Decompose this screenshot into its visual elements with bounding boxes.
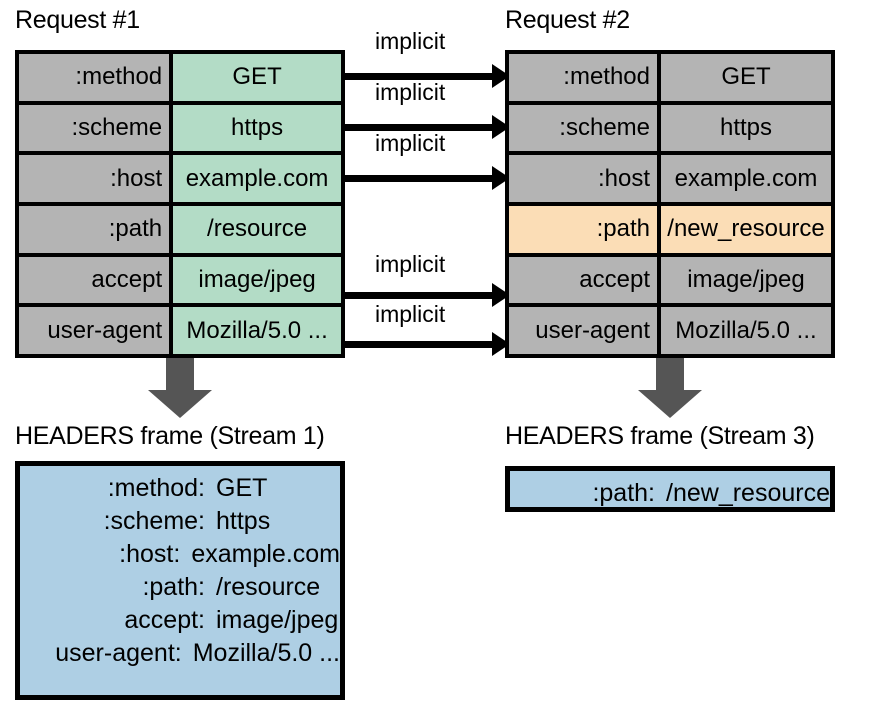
frame-header-value: image/jpeg (216, 606, 339, 634)
frame-header-value: example.com (191, 540, 340, 568)
headers-frame-list: :method: GET :scheme: https :host: examp… (20, 466, 340, 670)
table-row: :host example.com (19, 155, 341, 207)
implicit-label-method: implicit (375, 28, 446, 54)
frame-line: user-agent: Mozilla/5.0 ... (20, 637, 340, 670)
frame-header-name: user-agent: (55, 639, 182, 667)
header-name-cell: :method (19, 54, 174, 101)
header-value-cell: https (173, 104, 341, 152)
table-row: :scheme https (19, 104, 341, 156)
header-name-cell: :method (509, 54, 661, 101)
frame-header-name: :path: (592, 479, 656, 507)
header-value-cell: /new_resource (661, 206, 831, 253)
frame-header-value: https (216, 507, 271, 535)
frame-header-value: /new_resource (666, 479, 830, 507)
implicit-arrow-host (345, 166, 510, 190)
table-row-changed: :path /new_resource (509, 206, 831, 257)
frame-header-name: :host: (119, 540, 181, 568)
header-name-cell: :path (19, 206, 174, 253)
arrow-shaft (656, 358, 684, 392)
table-row: :method GET (509, 54, 831, 105)
table-row: :method GET (19, 54, 341, 105)
frame-line: :scheme: https (20, 505, 340, 538)
header-name-cell: :host (509, 155, 661, 203)
table-row: user-agent Mozilla/5.0 ... (509, 307, 831, 355)
implicit-label-scheme: implicit (375, 79, 446, 105)
header-name-cell: accept (509, 256, 661, 304)
header-value-cell: example.com (661, 155, 831, 203)
header-name-cell: accept (19, 256, 174, 304)
frame-header-value: GET (216, 474, 268, 502)
request-2-caption: Request #2 (505, 6, 630, 34)
frame-header-name: :path: (142, 573, 205, 601)
frame-line: :path: /resource (20, 571, 340, 604)
headers-frame-stream-3: :path: /new_resource (505, 466, 835, 512)
table-row: :host example.com (509, 155, 831, 207)
frame-header-name: accept: (124, 606, 205, 634)
header-name-cell: :host (19, 155, 174, 203)
header-value-cell: Mozilla/5.0 ... (661, 307, 831, 355)
frame-line: :method: GET (20, 472, 340, 505)
arrow-head (148, 390, 212, 418)
implicit-label-user-agent: implicit (375, 301, 446, 327)
frame-line: :path: /new_resource (510, 477, 830, 510)
implicit-arrow-accept (345, 283, 510, 307)
implicit-label-accept: implicit (375, 251, 446, 277)
down-arrow-stream-1 (148, 358, 212, 418)
header-value-cell: image/jpeg (661, 256, 831, 304)
down-arrow-stream-3 (638, 358, 702, 418)
headers-frame-stream-1: :method: GET :scheme: https :host: examp… (15, 461, 345, 700)
frame-header-value: Mozilla/5.0 ... (192, 639, 340, 667)
headers-frame-list: :path: /new_resource (510, 471, 830, 510)
header-name-cell: :path (509, 206, 661, 253)
implicit-arrow-user-agent (345, 332, 510, 356)
header-name-cell: :scheme (19, 104, 174, 152)
header-value-cell: example.com (173, 155, 341, 203)
header-value-cell: https (661, 104, 831, 152)
frame-line: :host: example.com (20, 538, 340, 571)
table-row: user-agent Mozilla/5.0 ... (19, 307, 341, 355)
table-row: accept image/jpeg (19, 256, 341, 308)
implicit-label-host: implicit (375, 130, 446, 156)
header-name-cell: user-agent (19, 307, 174, 355)
frame-line: accept: image/jpeg (20, 604, 340, 637)
frame-header-name: :scheme: (103, 507, 205, 535)
header-value-cell: image/jpeg (173, 256, 341, 304)
frame-stream-3-caption: HEADERS frame (Stream 3) (505, 422, 815, 450)
header-value-cell: /resource (173, 206, 341, 253)
table-row: :scheme https (509, 104, 831, 156)
header-name-cell: :scheme (509, 104, 661, 152)
header-value-cell: Mozilla/5.0 ... (173, 307, 341, 355)
table-row: accept image/jpeg (509, 256, 831, 308)
header-name-cell: user-agent (509, 307, 661, 355)
request-1-table: :method GET :scheme https :host example.… (15, 50, 345, 358)
header-value-cell: GET (173, 54, 341, 101)
request-1-caption: Request #1 (15, 6, 140, 34)
arrow-head (638, 390, 702, 418)
request-2-table: :method GET :scheme https :host example.… (505, 50, 835, 358)
table-row: :path /resource (19, 206, 341, 257)
arrow-shaft (166, 358, 194, 392)
frame-stream-1-caption: HEADERS frame (Stream 1) (15, 422, 325, 450)
frame-header-value: /resource (216, 573, 321, 601)
frame-header-name: :method: (107, 474, 205, 502)
header-value-cell: GET (661, 54, 831, 101)
